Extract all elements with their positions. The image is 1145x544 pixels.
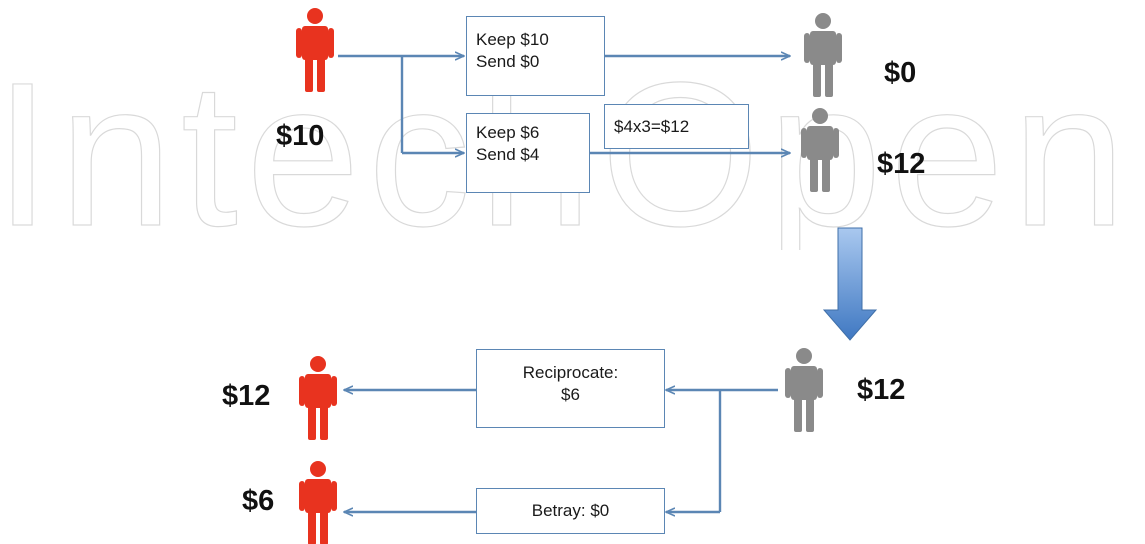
investor-person-icon	[296, 8, 334, 92]
trustee-person-icon-stage2	[785, 348, 823, 432]
trustee-payoff-send: $12	[877, 148, 926, 180]
trustee-payoff-keep-all: $0	[884, 57, 917, 89]
betray-text: Betray: $0	[531, 501, 610, 520]
send-option-box: Keep $6 Send $4	[466, 113, 590, 193]
investor-person-icon-betray	[299, 461, 337, 544]
stage-transition-arrow	[822, 227, 878, 341]
trustee-person-icon-bottom	[801, 108, 839, 192]
keep-all-line1: Keep $10	[476, 30, 549, 49]
investor-payoff-reciprocate: $12	[222, 380, 271, 412]
investor-payoff-betray: $6	[242, 485, 275, 517]
reciprocate-option-box: Reciprocate: $6	[476, 349, 665, 428]
keep-all-line2: Send $0	[476, 52, 540, 71]
betray-option-box: Betray: $0	[476, 488, 665, 534]
investor-person-icon-reciprocate	[299, 356, 337, 440]
reciprocate-line1: Reciprocate:	[522, 363, 619, 382]
keep-all-option-box: Keep $10 Send $0	[466, 16, 605, 96]
multiplier-text: $4x3=$12	[614, 117, 690, 136]
trustee-person-icon-top	[804, 13, 842, 97]
trustee-amount-stage2: $12	[857, 374, 906, 406]
reciprocate-line2: $6	[561, 385, 580, 404]
send-line1: Keep $6	[476, 123, 540, 142]
investor-amount-label: $10	[276, 120, 325, 152]
send-line2: Send $4	[476, 145, 540, 164]
multiplier-box: $4x3=$12	[604, 104, 749, 149]
